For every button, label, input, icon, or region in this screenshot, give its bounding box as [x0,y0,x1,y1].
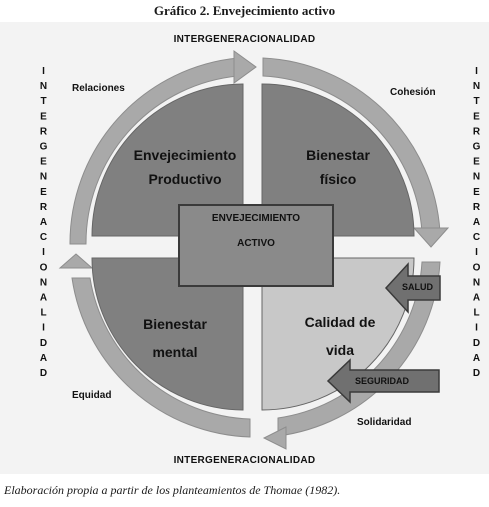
quadrant-label-line: Bienestar [143,316,207,332]
quadrant-label-line: vida [325,342,354,358]
label-left-vertical: INTERGENERACIONALIDAD [38,66,49,384]
quadrant-label-bottom-left: Bienestar mental [120,312,230,364]
center-label-line: ENVEJECIMIENTO [211,213,301,224]
quadrant-label-line: Bienestar [306,147,370,163]
figure-title: Gráfico 2. Envejecimiento activo [153,3,336,18]
quadrant-label-top-left: Envejecimiento Productivo [110,143,260,191]
seguridad-arrow [326,358,440,404]
quadrant-top-left [91,83,244,237]
quadrant-bottom-left [91,257,244,411]
corner-solidaridad: Solidaridad [357,417,412,428]
quadrant-top-right [261,83,415,237]
quadrant-label-line: Productivo [148,171,222,187]
arrowhead-left [58,253,94,269]
center-label-line: ACTIVO [237,238,275,249]
arrowhead-bottom [262,426,287,450]
quadrant-label-line: Calidad de [304,314,376,330]
figure-caption: Elaboración propia a partir de los plant… [4,483,341,497]
salud-arrow [384,262,441,314]
quadrant-label-top-right: Bienestar físico [283,143,393,191]
seguridad-label: SEGURIDAD [355,376,410,386]
quadrant-label-line: físico [319,171,357,187]
center-box: ENVEJECIMIENTO ACTIVO [178,204,334,287]
label-bottom: INTERGENERACIONALIDAD [173,455,316,466]
label-top: INTERGENERACIONALIDAD [173,34,316,45]
quadrant-label-bottom-right: Calidad de vida [285,310,395,362]
corner-cohesion: Cohesión [390,87,436,98]
quadrants [91,83,415,411]
quadrant-label-line: Envejecimiento [133,147,237,163]
arrowhead-right [412,227,450,248]
corner-equidad: Equidad [72,390,112,401]
quadrant-label-line: mental [152,344,198,360]
label-right-vertical: INTERGENERACIONALIDAD [471,66,482,384]
arrowhead-top [233,50,257,84]
salud-label: SALUD [402,282,433,292]
corner-relaciones: Relaciones [72,83,125,94]
ring-arrowheads [58,50,450,450]
ring-arc-bottom-left [71,277,251,438]
